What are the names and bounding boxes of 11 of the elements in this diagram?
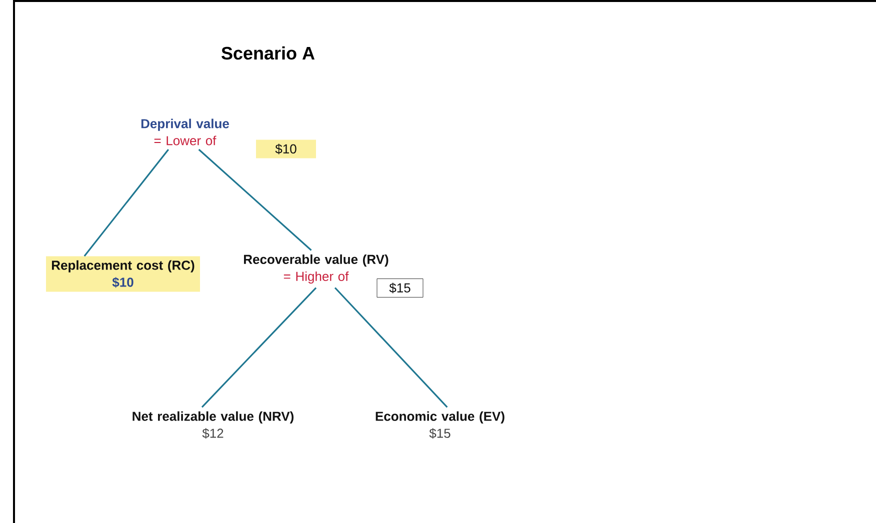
connector-line — [198, 148, 312, 251]
connector-line — [334, 287, 448, 408]
connector-line — [84, 148, 170, 257]
node-label: Net realizable value (NRV) $12 — [132, 411, 294, 439]
value-box: $15 — [376, 278, 424, 298]
value-box: $10 — [256, 140, 316, 158]
node-label: Deprival value = Lower of — [141, 118, 229, 146]
cost-box: Replacement cost (RC) $10 — [46, 256, 200, 292]
node-label: Economic value (EV) $15 — [376, 411, 504, 439]
title: Scenario A — [222, 46, 315, 60]
connector-line — [201, 287, 317, 408]
